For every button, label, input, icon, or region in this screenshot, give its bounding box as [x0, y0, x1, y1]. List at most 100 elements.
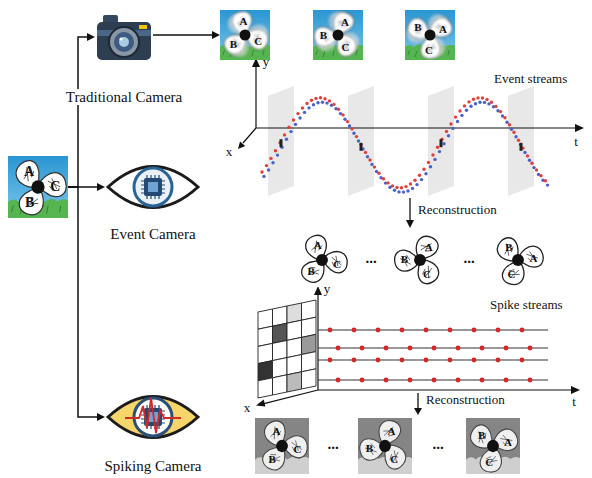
- spike-dot: [408, 378, 413, 383]
- fan-hub: [316, 254, 328, 266]
- blade-marks: [336, 16, 350, 30]
- eye-sensor-icon: [105, 158, 201, 216]
- negative-event: [352, 132, 355, 135]
- pixel-cell: [258, 361, 273, 381]
- negative-event: [483, 101, 486, 104]
- input-scene: ABC: [8, 156, 68, 218]
- blade-marks: [382, 424, 396, 439]
- blade-letter: C: [294, 442, 302, 454]
- eye-sensor-icon: [105, 388, 201, 446]
- blade-marks: [305, 264, 321, 280]
- spike-dot: [520, 328, 525, 333]
- spike-reconstruction: ABC: [255, 418, 309, 474]
- blade-marks: [499, 433, 513, 448]
- fan-hub: [379, 440, 391, 452]
- spike-dot: [336, 346, 341, 351]
- pixel-cell: [273, 323, 288, 343]
- spike-dot: [408, 346, 413, 351]
- negative-event: [510, 128, 513, 131]
- blade-marks: [24, 194, 40, 211]
- spike-dot: [472, 328, 477, 333]
- event-reconstruction: ABC: [491, 233, 545, 287]
- positive-event: [364, 151, 367, 154]
- positive-event: [368, 158, 371, 161]
- negative-event: [294, 123, 297, 126]
- spike-dot: [480, 346, 485, 351]
- blade-marks: [507, 267, 521, 281]
- negative-event: [276, 153, 279, 156]
- spike-dot: [400, 358, 405, 363]
- sky: [313, 10, 363, 60]
- negative-event: [456, 120, 459, 123]
- event-reconstruction: ABC: [295, 233, 349, 287]
- negative-event: [451, 127, 454, 130]
- spike-dot: [336, 378, 341, 383]
- fan-blade: [405, 15, 435, 44]
- blade-letter: A: [425, 241, 433, 253]
- sensor-chip: [144, 178, 162, 196]
- blade-letter: B: [366, 442, 373, 454]
- positive-event: [526, 154, 529, 157]
- arrowhead: [97, 413, 105, 421]
- positive-event: [341, 113, 344, 116]
- blade-letter: C: [485, 456, 493, 468]
- reconstruction-arrow: [409, 198, 410, 220]
- pixel-cell: [287, 337, 302, 357]
- pixel-cell: [258, 326, 273, 346]
- positive-event: [422, 168, 425, 171]
- positive-event: [332, 103, 335, 106]
- slice-mark: [280, 139, 283, 147]
- pixel-cell: [273, 375, 288, 395]
- positive-event: [337, 108, 340, 111]
- branch-arrow: [153, 31, 220, 39]
- positive-event: [413, 179, 416, 182]
- spike-dot: [360, 346, 365, 351]
- positive-event: [409, 182, 412, 185]
- positive-event: [508, 123, 511, 126]
- negative-event: [465, 109, 468, 112]
- positive-event: [265, 164, 268, 167]
- negative-event: [474, 102, 477, 105]
- axis-arrowhead: [238, 141, 245, 149]
- blade-letter: C: [50, 179, 60, 194]
- stream-title: Event streams: [494, 72, 567, 86]
- blurred-frame: ABC: [313, 10, 363, 60]
- blade-letter: C: [508, 268, 516, 280]
- event-camera: Event Camera: [105, 158, 201, 216]
- positive-event: [427, 161, 430, 164]
- fan-hub: [240, 30, 251, 41]
- spike-dot: [528, 346, 533, 351]
- pixel-cell: [302, 334, 317, 354]
- fan-blade: [259, 440, 291, 474]
- spike-waveform: [125, 398, 181, 433]
- positive-event: [355, 135, 358, 138]
- blade-marks: [474, 429, 490, 445]
- blade-outline: [12, 157, 47, 195]
- spike-dot: [504, 346, 509, 351]
- x-axis: [243, 128, 256, 143]
- spike-dot: [432, 378, 437, 383]
- positive-event: [463, 104, 466, 107]
- negative-event: [366, 155, 369, 158]
- spike-dot: [496, 328, 501, 333]
- blade-marks: [267, 451, 282, 467]
- positive-event: [287, 126, 290, 129]
- positive-event: [373, 165, 376, 168]
- fan-blade: [425, 14, 455, 43]
- positive-event: [292, 118, 295, 121]
- fan-hub: [487, 440, 499, 452]
- negative-event: [402, 190, 405, 193]
- positive-event: [395, 186, 398, 189]
- ellipsis: ...: [365, 250, 376, 267]
- blade-letter: C: [423, 268, 431, 280]
- blade-letter: B: [320, 29, 327, 41]
- blade-letter: C: [425, 43, 433, 55]
- pixel-cell: [258, 343, 273, 363]
- stream-title: Spike streams: [490, 298, 563, 312]
- blade-outline: [410, 233, 441, 265]
- positive-event: [310, 99, 313, 102]
- blade-outline: [425, 14, 455, 43]
- spiking-camera: Spiking Camera: [105, 388, 201, 446]
- negative-event: [528, 159, 531, 162]
